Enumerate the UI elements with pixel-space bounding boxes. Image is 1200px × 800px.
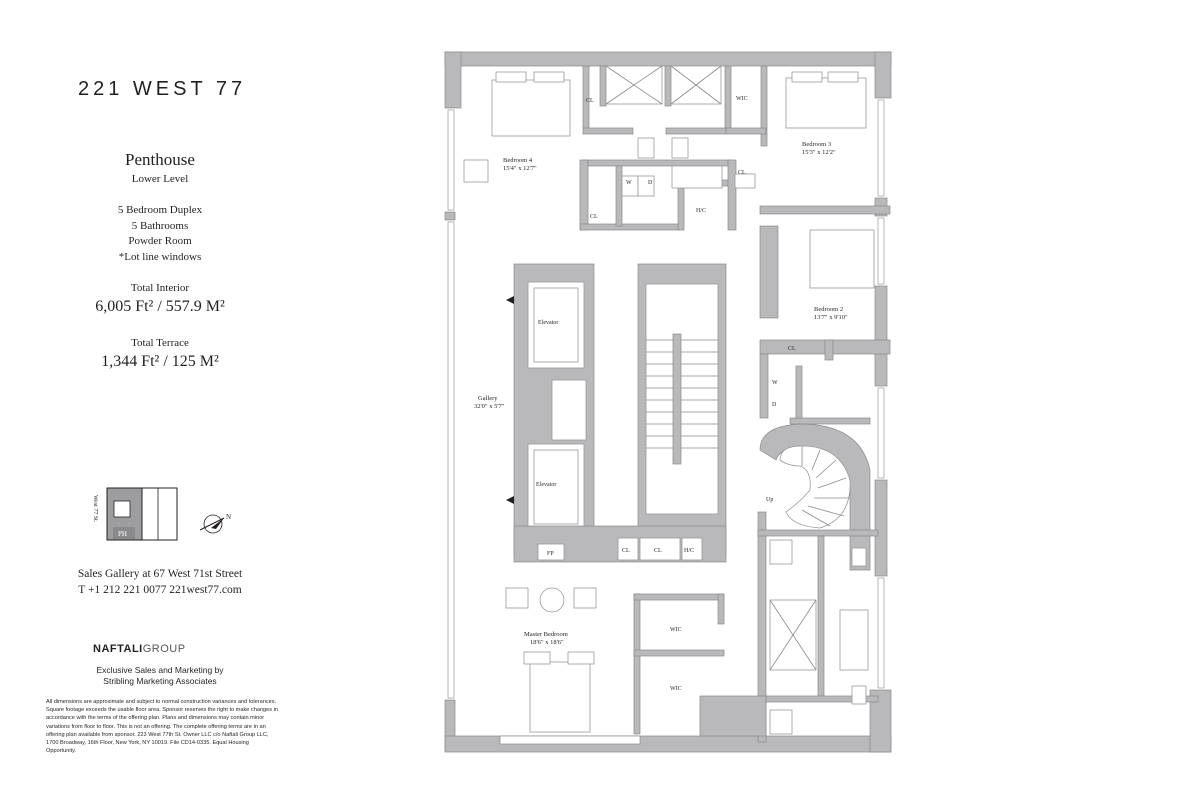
brand-title: 221 WEST 77 — [78, 78, 247, 100]
unit-level: Lower Level — [131, 173, 189, 185]
floor-plan: .w { fill:#b9b9bb; stroke:#8a8a8d; strok… — [444, 51, 892, 753]
label-cl-4: CL — [788, 346, 796, 352]
room-labels: Bedroom 4 15'4" x 12'7" Bedroom 3 15'3" … — [474, 141, 848, 646]
label-w-2: W — [772, 380, 778, 386]
room-bedroom-4: Bedroom 4 — [503, 157, 533, 164]
interior-label: Total Interior — [130, 282, 190, 294]
spiral-stair — [759, 423, 871, 571]
marketing-line-1: Exclusive Sales and Marketing by — [96, 665, 224, 675]
room-master-bedroom: Master Bedroom — [524, 631, 568, 638]
room-bedroom-3-dims: 15'3" x 12'2" — [802, 149, 836, 156]
room-master-bedroom-dims: 18'6" x 18'6" — [530, 639, 564, 646]
info-panel: 221 WEST 77 Penthouse Lower Level 5 Bedr… — [0, 0, 330, 800]
unit-features: 5 Bedroom Duplex 5 Bathrooms Powder Room… — [60, 203, 260, 265]
north-label: N — [226, 513, 231, 521]
exterior-walls — [444, 51, 892, 753]
label-wic-2: WIC — [670, 627, 682, 633]
key-plan: West 77 St. PH N — [92, 487, 231, 541]
feature-bedrooms: 5 Bedroom Duplex — [117, 204, 203, 216]
service-labels: CL WIC CL W D CL H/C Elevator Elevator C… — [536, 96, 796, 692]
label-hc-1: H/C — [696, 208, 706, 214]
lower-service-block — [633, 511, 879, 743]
disclaimer: All dimensions are approximate and subje… — [46, 699, 278, 755]
terrace-label: Total Terrace — [131, 337, 189, 349]
sales-gallery: Sales Gallery at 67 West 71st Street — [77, 568, 243, 580]
label-d-1: D — [648, 180, 653, 186]
room-bedroom-4-dims: 15'4" x 12'7" — [503, 165, 537, 172]
label-cl-5: CL — [622, 548, 630, 554]
label-hc-2: H/C — [684, 548, 694, 554]
label-d-2: D — [772, 402, 777, 408]
label-cl-2: CL — [738, 170, 746, 176]
feature-powder-room: Powder Room — [128, 235, 192, 247]
label-w-1: W — [626, 180, 632, 186]
label-cl-1: CL — [586, 98, 594, 104]
keyplan-unit-tag: PH — [118, 530, 127, 538]
room-bedroom-2: Bedroom 2 — [814, 306, 843, 313]
bedroom-partitions — [759, 205, 891, 425]
north-arrow-icon — [199, 514, 225, 534]
label-elevator-2: Elevator — [536, 482, 556, 488]
room-gallery: Gallery — [478, 395, 498, 402]
developer-logo: NAFTALIGROUP — [93, 643, 186, 655]
label-elevator-1: Elevator — [538, 320, 558, 326]
contact-block: Sales Gallery at 67 West 71st Street T +… — [60, 566, 260, 598]
central-core — [506, 263, 727, 563]
upper-service-core — [579, 65, 768, 231]
stair-treads — [646, 339, 718, 449]
room-bedroom-2-dims: 13'7" x 9'10" — [814, 314, 848, 321]
unit-title: Penthouse — [125, 150, 195, 169]
terrace-value: 1,344 Ft² / 125 M² — [101, 353, 219, 370]
room-gallery-dims: 32'0" x 5'7" — [474, 403, 505, 410]
label-cl-6: CL — [654, 548, 662, 554]
label-wic-3: WIC — [670, 686, 682, 692]
label-wic-1: WIC — [736, 96, 748, 102]
logo-bold: NAFTALI — [93, 643, 143, 655]
phone-web[interactable]: T +1 212 221 0077 221west77.com — [78, 584, 242, 596]
label-up: Up — [766, 497, 773, 503]
label-fp: FP — [547, 551, 554, 557]
interior-value: 6,005 Ft² / 557.9 M² — [95, 298, 225, 315]
windows — [447, 99, 885, 699]
logo-light: GROUP — [142, 643, 186, 655]
feature-lot-line: *Lot line windows — [118, 250, 202, 263]
furniture — [463, 71, 875, 733]
feature-bathrooms: 5 Bathrooms — [131, 219, 189, 232]
room-bedroom-3: Bedroom 3 — [802, 141, 831, 148]
marketing-credit: Exclusive Sales and Marketing by Stribli… — [60, 665, 260, 687]
label-cl-3: CL — [590, 214, 598, 220]
marketing-line-2: Stribling Marketing Associates — [103, 676, 217, 686]
keyplan-street-label: West 77 St. — [92, 495, 98, 523]
